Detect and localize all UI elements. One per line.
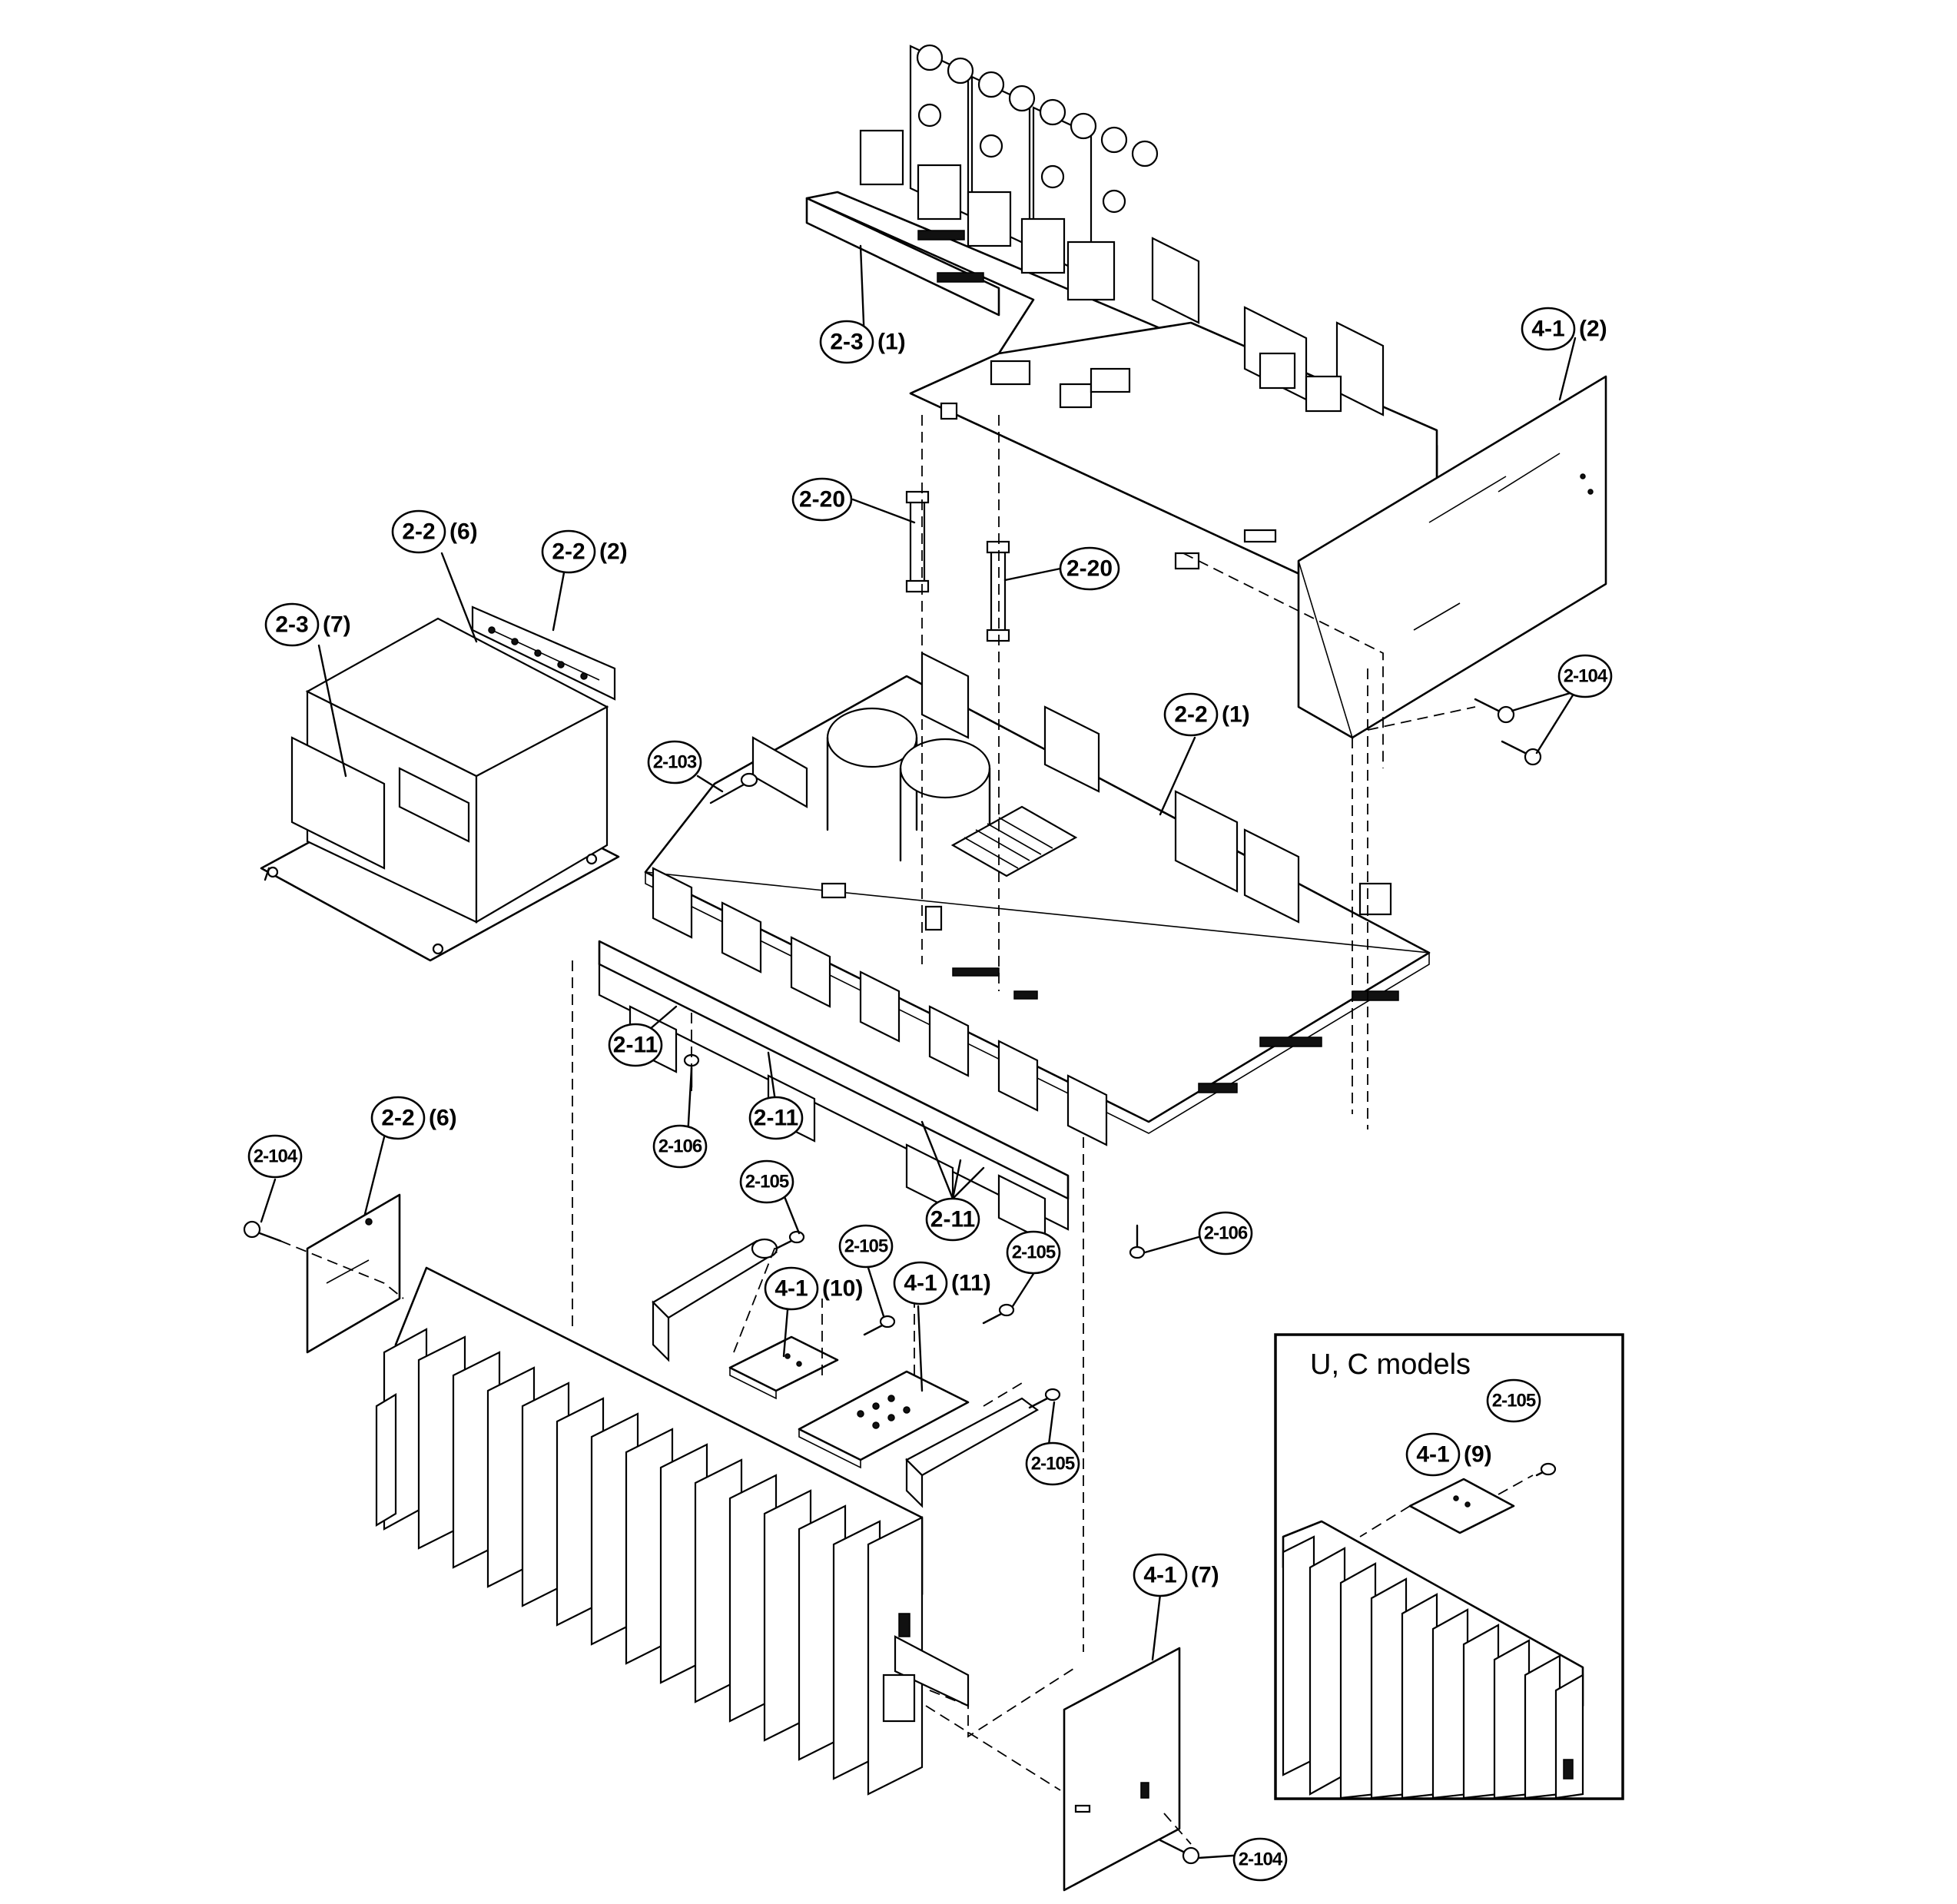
callout-2-106-left: 2-106	[652, 1124, 708, 1169]
heatsink-bracket-upper	[652, 1238, 778, 1362]
svg-text:2-105: 2-105	[1492, 1391, 1536, 1411]
small-pcb-2-2-6	[306, 1193, 401, 1354]
svg-text:2-11: 2-11	[754, 1106, 798, 1131]
callout-2-3-7: 2-3 (7)	[264, 602, 351, 647]
svg-text:(11): (11)	[951, 1271, 991, 1296]
callout-4-1-9: 4-1 (9)	[1405, 1432, 1492, 1477]
callout-4-1-11: 4-1 (11)	[893, 1261, 991, 1305]
standoff-2-20-a	[905, 490, 930, 593]
screw-2-103	[709, 772, 758, 804]
svg-text:2-106: 2-106	[658, 1136, 702, 1157]
callout-4-1-10: 4-1 (10)	[764, 1266, 863, 1311]
svg-text:2-20: 2-20	[1066, 556, 1113, 582]
svg-text:2-103: 2-103	[653, 752, 697, 773]
svg-text:(6): (6)	[449, 519, 478, 545]
svg-text:4-1: 4-1	[1416, 1442, 1449, 1468]
callout-2-20-a: 2-20	[791, 477, 853, 522]
svg-text:2-104: 2-104	[1564, 666, 1608, 687]
svg-text:2-2: 2-2	[402, 519, 435, 545]
svg-text:(9): (9)	[1464, 1442, 1492, 1468]
svg-text:4-1: 4-1	[904, 1271, 937, 1296]
svg-text:(1): (1)	[877, 330, 906, 355]
callout-2-2-6-left: 2-2 (6)	[370, 1096, 457, 1140]
callout-2-105-d: 2-105	[1025, 1441, 1080, 1486]
screw-2-104-left	[243, 1220, 282, 1242]
svg-text:2-11: 2-11	[613, 1033, 658, 1058]
svg-text:2-11: 2-11	[930, 1207, 975, 1232]
callout-2-105-b: 2-105	[838, 1224, 894, 1269]
callout-2-105-c: 2-105	[1006, 1230, 1061, 1275]
svg-text:2-2: 2-2	[381, 1106, 414, 1131]
screw-2-105-d	[1028, 1388, 1061, 1409]
vertical-pcb-4-1-7	[1063, 1647, 1181, 1892]
small-pcb-4-1-11	[798, 1370, 970, 1469]
transistor-mounting-bracket	[598, 867, 1108, 1242]
screw-2-105-c	[982, 1303, 1015, 1325]
svg-text:2-3: 2-3	[830, 330, 863, 355]
svg-text:4-1: 4-1	[1143, 1563, 1176, 1588]
screw-2-106-right	[1129, 1224, 1146, 1259]
callout-4-1-7: 4-1 (7)	[1133, 1553, 1219, 1597]
svg-text:4-1: 4-1	[1531, 317, 1564, 342]
callout-2-11-c: 2-11	[925, 1197, 980, 1242]
leader-lines	[260, 244, 1577, 1859]
callout-2-11-a: 2-11	[608, 1023, 663, 1067]
inset-u-c-models: U, C models	[1274, 1333, 1624, 1800]
main-heatsink	[375, 1266, 970, 1796]
callout-2-104-bottom: 2-104	[1232, 1837, 1288, 1882]
inset-title: U, C models	[1310, 1348, 1471, 1381]
power-transformer	[260, 605, 620, 962]
callout-2-104-left: 2-104	[247, 1134, 303, 1179]
svg-text:2-2: 2-2	[1174, 702, 1207, 728]
screw-2-104-top-a	[1474, 698, 1515, 724]
screw-2-105-b	[863, 1315, 896, 1336]
callout-4-1-2: 4-1 (2)	[1521, 307, 1607, 351]
standoff-2-20-b	[986, 540, 1010, 642]
alignment-lines	[280, 415, 1476, 1845]
svg-text:(10): (10)	[822, 1276, 863, 1302]
svg-text:2-105: 2-105	[1012, 1242, 1056, 1263]
svg-text:2-106: 2-106	[1204, 1223, 1248, 1244]
callout-2-2-2: 2-2 (2)	[541, 529, 628, 574]
heatsink-bracket-lower	[905, 1397, 1040, 1508]
svg-text:(2): (2)	[599, 539, 628, 565]
callout-2-105-inset: 2-105	[1486, 1378, 1541, 1423]
vertical-pcb-4-1-2	[1297, 375, 1607, 739]
svg-text:(7): (7)	[1191, 1563, 1219, 1588]
screw-2-104-bottom	[1159, 1839, 1200, 1865]
svg-text:(6): (6)	[429, 1106, 457, 1131]
callout-2-103: 2-103	[647, 740, 702, 784]
callout-2-104-top: 2-104	[1557, 654, 1613, 698]
callout-2-11-b: 2-11	[748, 1096, 804, 1140]
svg-text:2-105: 2-105	[1031, 1454, 1075, 1474]
callout-2-3-1: 2-3 (1)	[819, 320, 906, 364]
callout-2-105-a: 2-105	[739, 1159, 794, 1204]
callout-2-2-6-top: 2-2 (6)	[391, 509, 478, 554]
svg-text:2-104: 2-104	[1239, 1849, 1283, 1870]
screw-2-104-top-b	[1501, 740, 1542, 766]
svg-text:(1): (1)	[1222, 702, 1250, 728]
svg-text:2-20: 2-20	[799, 487, 845, 512]
callout-2-2-1: 2-2 (1)	[1163, 692, 1250, 737]
svg-text:2-104: 2-104	[254, 1146, 298, 1167]
svg-text:(7): (7)	[323, 612, 351, 638]
svg-text:2-2: 2-2	[552, 539, 585, 565]
callout-2-106-right: 2-106	[1198, 1211, 1253, 1256]
callout-2-20-b: 2-20	[1059, 546, 1120, 591]
small-pcb-4-1-10	[728, 1335, 839, 1400]
svg-text:2-3: 2-3	[275, 612, 308, 638]
svg-text:2-105: 2-105	[844, 1236, 888, 1257]
svg-text:2-105: 2-105	[745, 1172, 789, 1192]
main-amp-pcb	[644, 652, 1431, 1134]
svg-text:4-1: 4-1	[775, 1276, 808, 1302]
svg-text:(2): (2)	[1579, 317, 1607, 342]
screw-2-105-a	[775, 1230, 805, 1250]
